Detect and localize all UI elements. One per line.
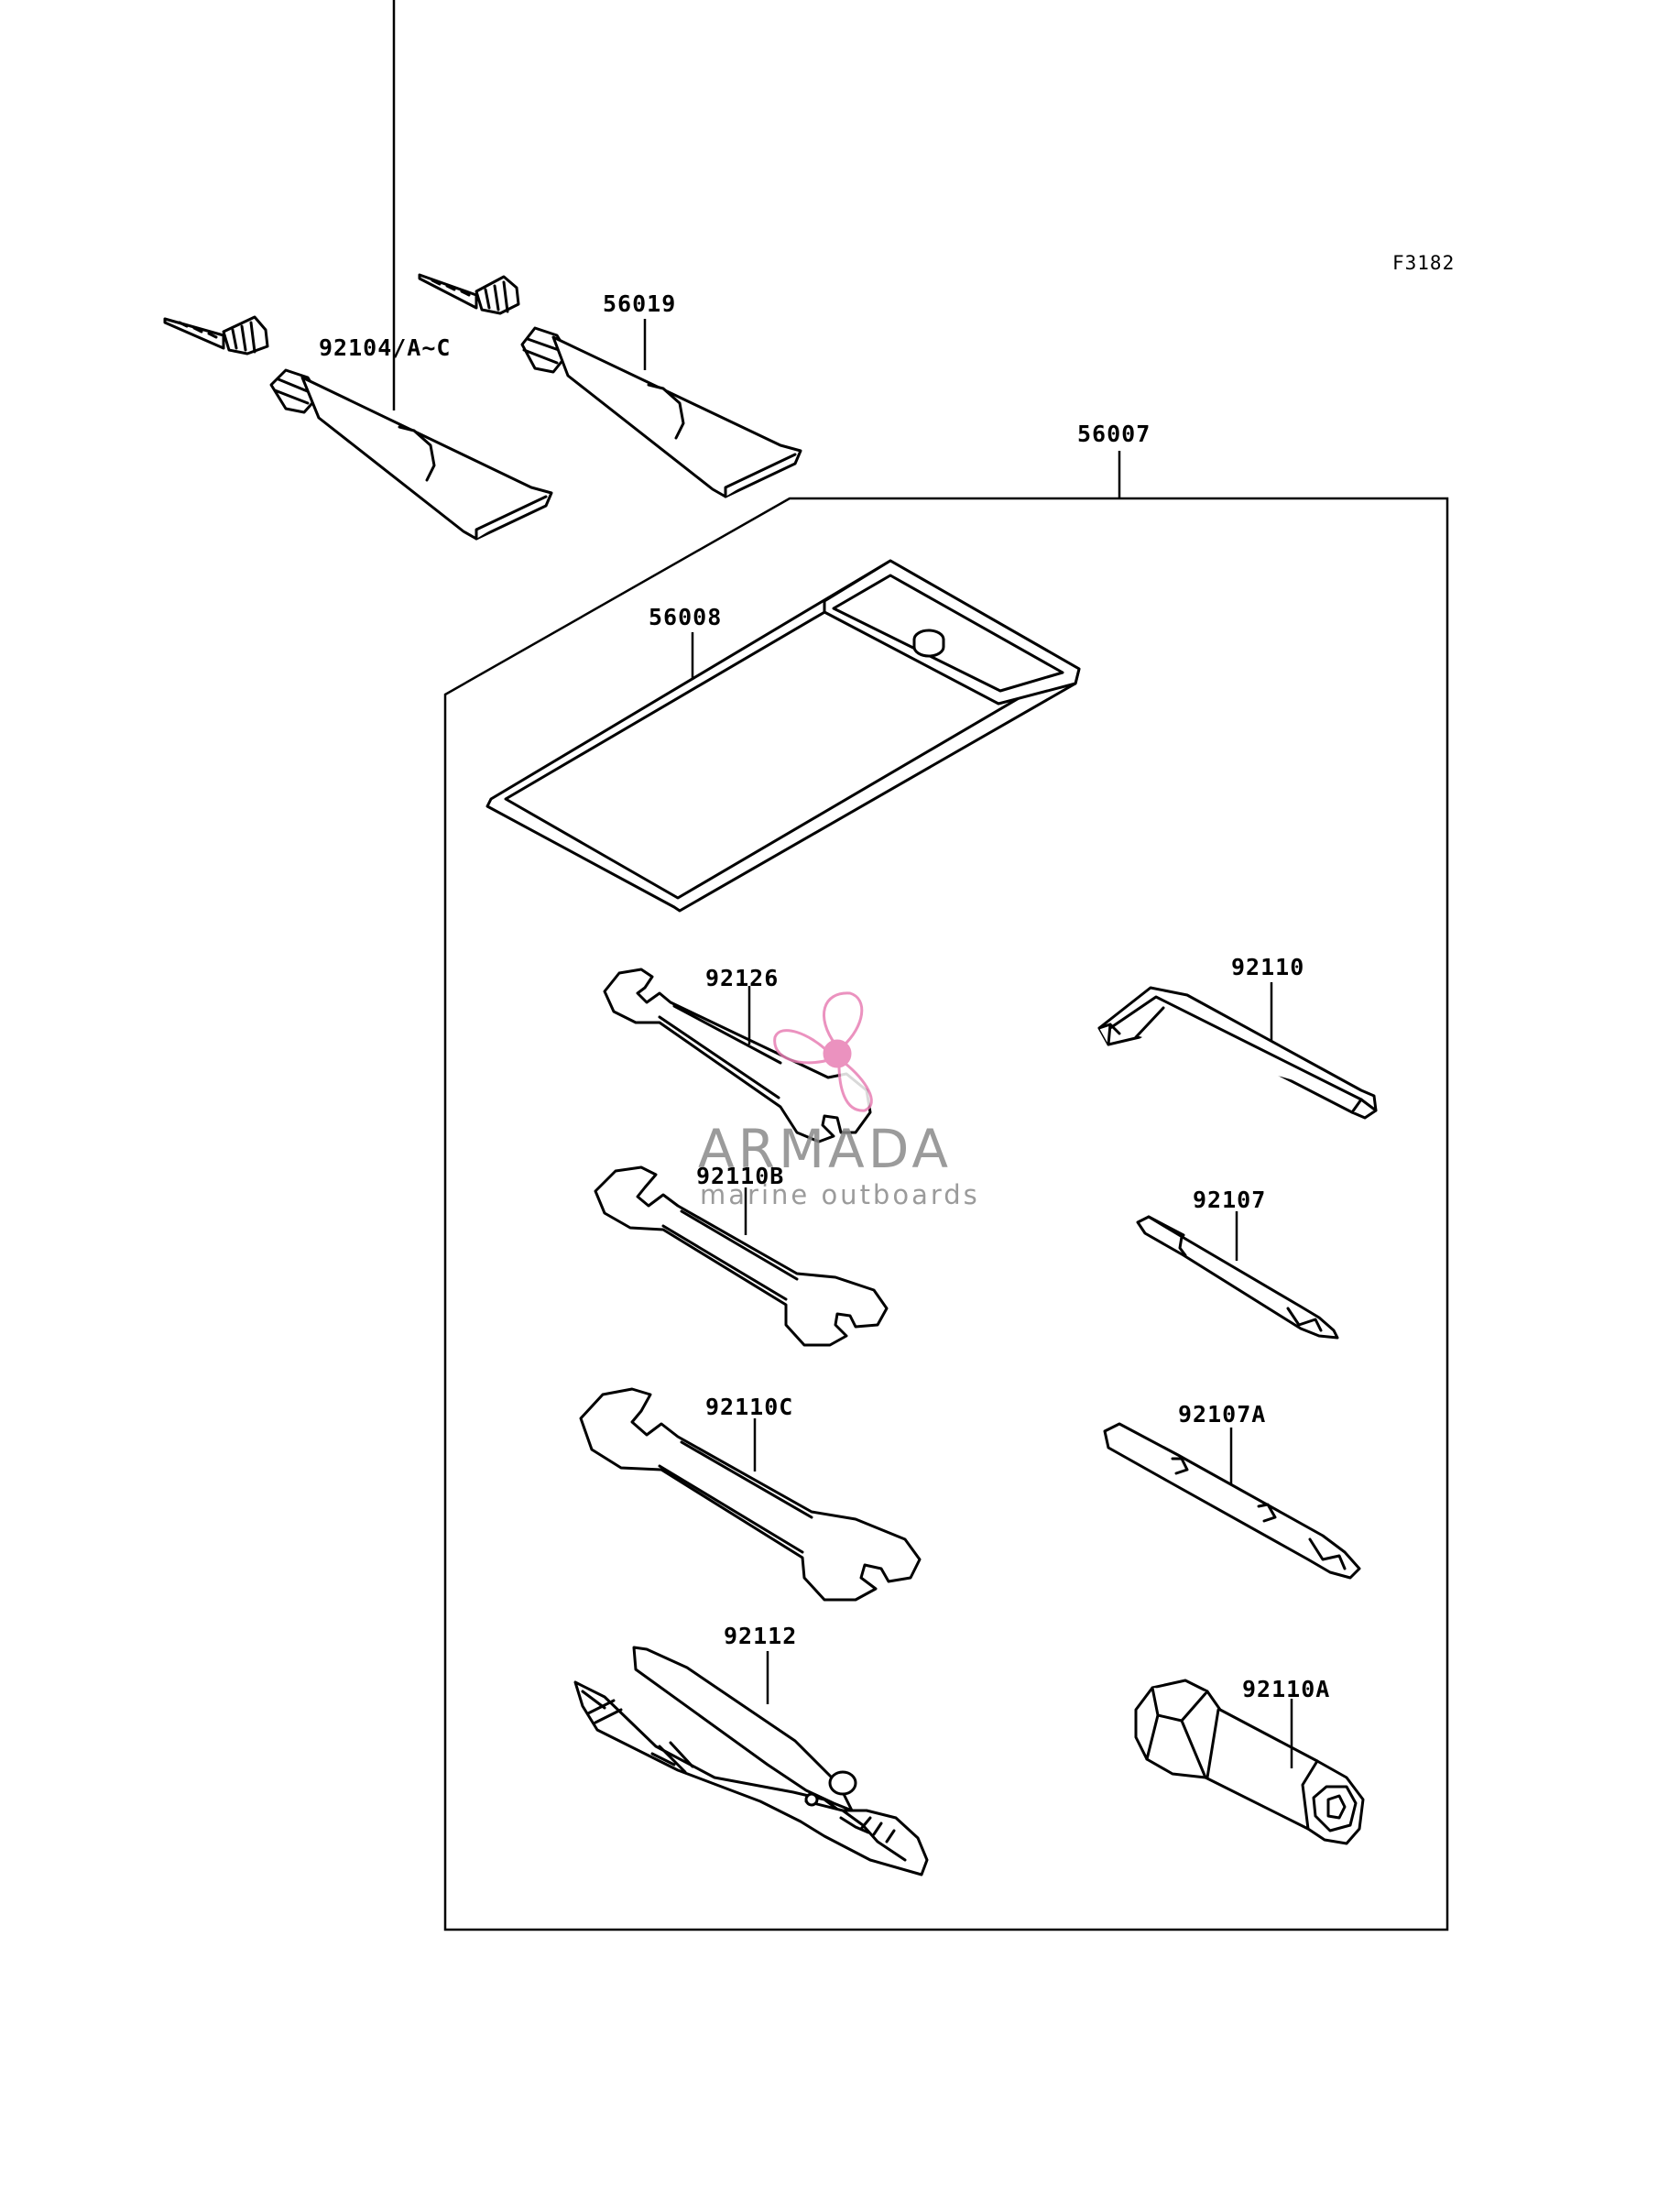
label-92104: 92104/A~C — [319, 334, 451, 361]
lower-handle — [573, 1680, 929, 1876]
hex-key-92110[interactable] — [1097, 986, 1378, 1120]
wrench-92110b[interactable] — [594, 1165, 889, 1347]
label-92110: 92110 — [1231, 954, 1304, 980]
pliers-92112[interactable] — [573, 1646, 929, 1876]
grease-tube-92104[interactable] — [163, 315, 553, 541]
label-92126: 92126 — [705, 965, 779, 991]
watermark-brand: ARMADA — [698, 1118, 952, 1180]
label-56008: 56008 — [649, 604, 722, 630]
figure-code: F3182 — [1392, 252, 1455, 274]
pivot-bolt — [828, 1770, 857, 1796]
watermark-tagline: marine outboards — [700, 1179, 980, 1210]
label-56007: 56007 — [1077, 421, 1151, 447]
socket-tool-92110a[interactable] — [1134, 1679, 1365, 1845]
nozzle-tip — [163, 317, 225, 350]
label-92112: 92112 — [724, 1623, 797, 1649]
nozzle-tip — [418, 273, 478, 310]
watermark: ARMADA marine outboards — [698, 991, 980, 1210]
tool-kit-frame — [443, 497, 1449, 1931]
grease-tube-56019[interactable] — [418, 273, 802, 498]
screwdriver-92107[interactable] — [1136, 1215, 1339, 1340]
wrench-92126[interactable] — [603, 968, 872, 1143]
label-92110c: 92110C — [705, 1394, 793, 1420]
label-92107a: 92107A — [1178, 1401, 1266, 1428]
tool-bag-56008[interactable] — [485, 559, 1081, 913]
label-56019: 56019 — [603, 290, 676, 317]
label-92110b: 92110B — [696, 1163, 784, 1189]
label-92107: 92107 — [1193, 1187, 1266, 1213]
label-92110a: 92110A — [1242, 1676, 1330, 1702]
propeller-logo — [773, 991, 873, 1112]
wrench-92110c[interactable] — [579, 1387, 922, 1602]
screwdriver-92107a[interactable] — [1103, 1422, 1361, 1580]
